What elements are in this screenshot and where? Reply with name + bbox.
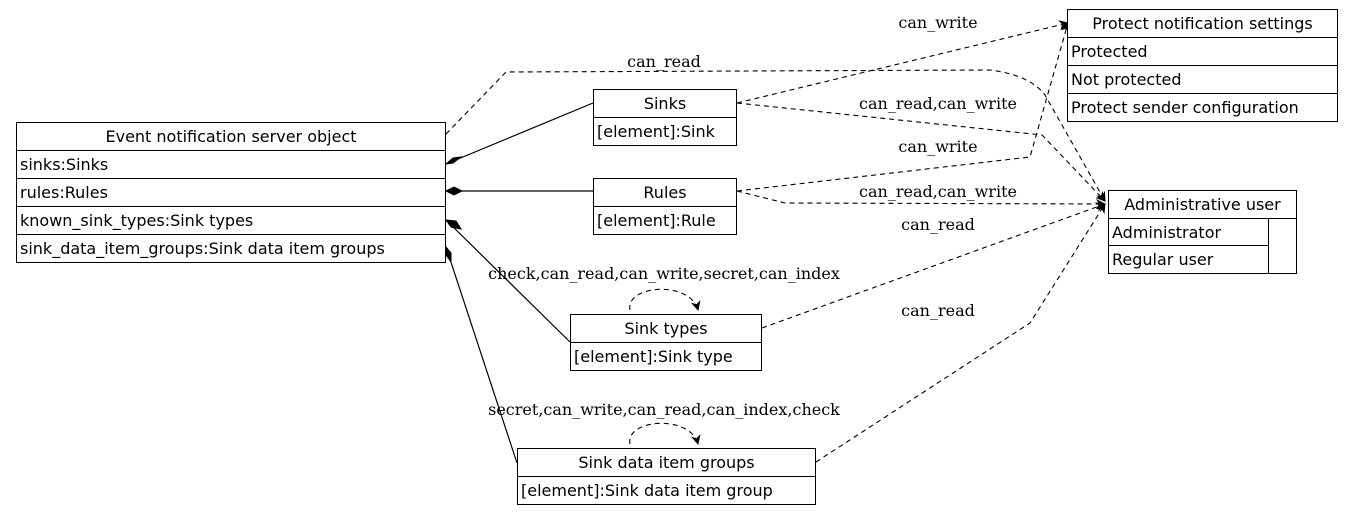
node-sink-data-item-groups: Sink data item groups [element]:Sink dat… (517, 448, 816, 505)
label-server-admin: can_read (627, 52, 701, 71)
node-field: rules:Rules (17, 179, 445, 207)
edge-sink-types-self (629, 288, 701, 311)
node-field: known_sink_types:Sink types (17, 207, 445, 235)
edge-rules-protect (736, 22, 1071, 192)
node-field: Administrator (1109, 219, 1269, 246)
node-field: Not protected (1068, 66, 1337, 94)
label-groups-admin: can_read (901, 301, 975, 320)
node-protect-notification-settings: Protect notification settings Protected … (1067, 9, 1338, 122)
edge-groups-admin (815, 203, 1106, 463)
label-sink-types-admin: can_read (901, 215, 975, 234)
node-title: Sinks (594, 90, 736, 118)
node-title: Event notification server object (17, 123, 445, 151)
label-sinks-admin: can_read,can_write (859, 94, 1017, 113)
node-field: [element]:Sink (597, 122, 715, 141)
node-field: sinks:Sinks (17, 151, 445, 179)
node-rules: Rules [element]:Rule (593, 178, 737, 235)
node-sink-types: Sink types [element]:Sink type (570, 314, 762, 371)
diamond-rules-icon (444, 186, 464, 196)
label-sink-types-self: check,can_read,can_write,secret,can_inde… (488, 264, 840, 283)
node-field: Protect sender configuration (1071, 98, 1299, 117)
node-title: Sink data item groups (518, 449, 815, 477)
node-title: Protect notification settings (1068, 10, 1337, 38)
node-event-notification-server-object: Event notification server object sinks:S… (16, 122, 446, 263)
label-groups-self: secret,can_write,can_read,can_index,chec… (488, 400, 840, 419)
label-rules-protect: can_write (898, 137, 977, 156)
node-administrative-user: Administrative user Administrator Regula… (1108, 190, 1297, 274)
node-field: [element]:Sink data item group (521, 481, 773, 500)
edge-rules-admin (736, 190, 1106, 209)
node-field: [element]:Rule (597, 211, 716, 230)
diamond-sink-types-icon (444, 219, 463, 230)
edge-groups-self (629, 422, 701, 445)
node-title: Rules (594, 179, 736, 207)
node-sinks: Sinks [element]:Sink (593, 89, 737, 146)
edge-server-sink-types (445, 219, 571, 343)
node-field: Regular user (1109, 246, 1269, 273)
permission-edges (445, 20, 1106, 463)
edge-sink-types-admin (761, 202, 1106, 329)
edge-server-admin (445, 69, 1106, 202)
node-field: [element]:Sink type (574, 347, 733, 366)
edge-sinks-protect (736, 20, 1069, 104)
edge-server-sink-data-item-groups (445, 246, 518, 464)
diamond-sinks-icon (444, 156, 463, 165)
edge-sinks-admin (736, 102, 1106, 202)
edge-server-sinks (445, 102, 594, 165)
node-title: Sink types (571, 315, 761, 343)
node-title: Administrative user (1109, 191, 1296, 219)
node-field: Protected (1068, 38, 1337, 66)
label-sinks-protect: can_write (898, 13, 977, 32)
node-field: sink_data_item_groups:Sink data item gro… (20, 239, 385, 258)
diamond-sink-data-item-groups-icon (445, 245, 452, 264)
label-rules-admin: can_read,can_write (859, 182, 1017, 201)
composition-edges (444, 102, 594, 464)
edge-labels: can_read can_write can_read,can_write ca… (488, 13, 1017, 419)
